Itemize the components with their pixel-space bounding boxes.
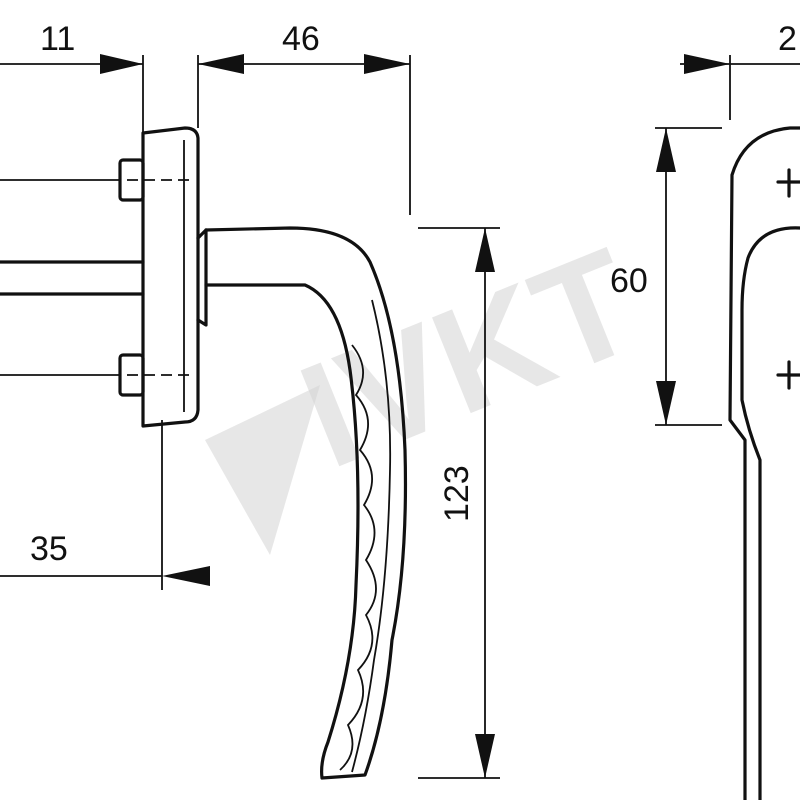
front-top-screw-cross (776, 168, 800, 198)
dim-front-width-label: 2 (778, 20, 797, 58)
dim-60-arrow-top (656, 128, 676, 172)
watermark: IVKT (205, 216, 659, 555)
dim-46-label: 46 (282, 20, 320, 58)
dim-46-arrow-left (198, 54, 244, 74)
front-rose-outline (728, 126, 800, 800)
handle-grip-edge (351, 299, 392, 773)
watermark-text: IVKT (279, 216, 659, 500)
handle-grip-scallops (339, 344, 377, 771)
rose-plate (141, 126, 200, 428)
dim-35-arrow (162, 566, 210, 586)
dim-60-label: 60 (610, 262, 648, 300)
dim-60-arrow-bottom (656, 381, 676, 425)
dim-11-arrow (100, 54, 143, 74)
dim-46-arrow-right (364, 54, 410, 74)
front-view: 60 2 (610, 20, 800, 800)
dim-123-arrow-bottom (475, 734, 495, 778)
front-bottom-screw-cross (776, 360, 800, 390)
handle-neck (196, 228, 208, 327)
dim-123-arrow-top (475, 228, 495, 272)
front-handle-outline (740, 226, 800, 800)
dim-35-label: 35 (30, 530, 68, 568)
dim-front-width-arrow (684, 54, 730, 74)
side-view (0, 126, 408, 780)
dim-11-label: 11 (40, 20, 75, 58)
dim-123-label: 123 (438, 465, 476, 522)
handle-lever (204, 226, 408, 780)
dimension-lines: 11 46 123 35 (0, 20, 500, 779)
